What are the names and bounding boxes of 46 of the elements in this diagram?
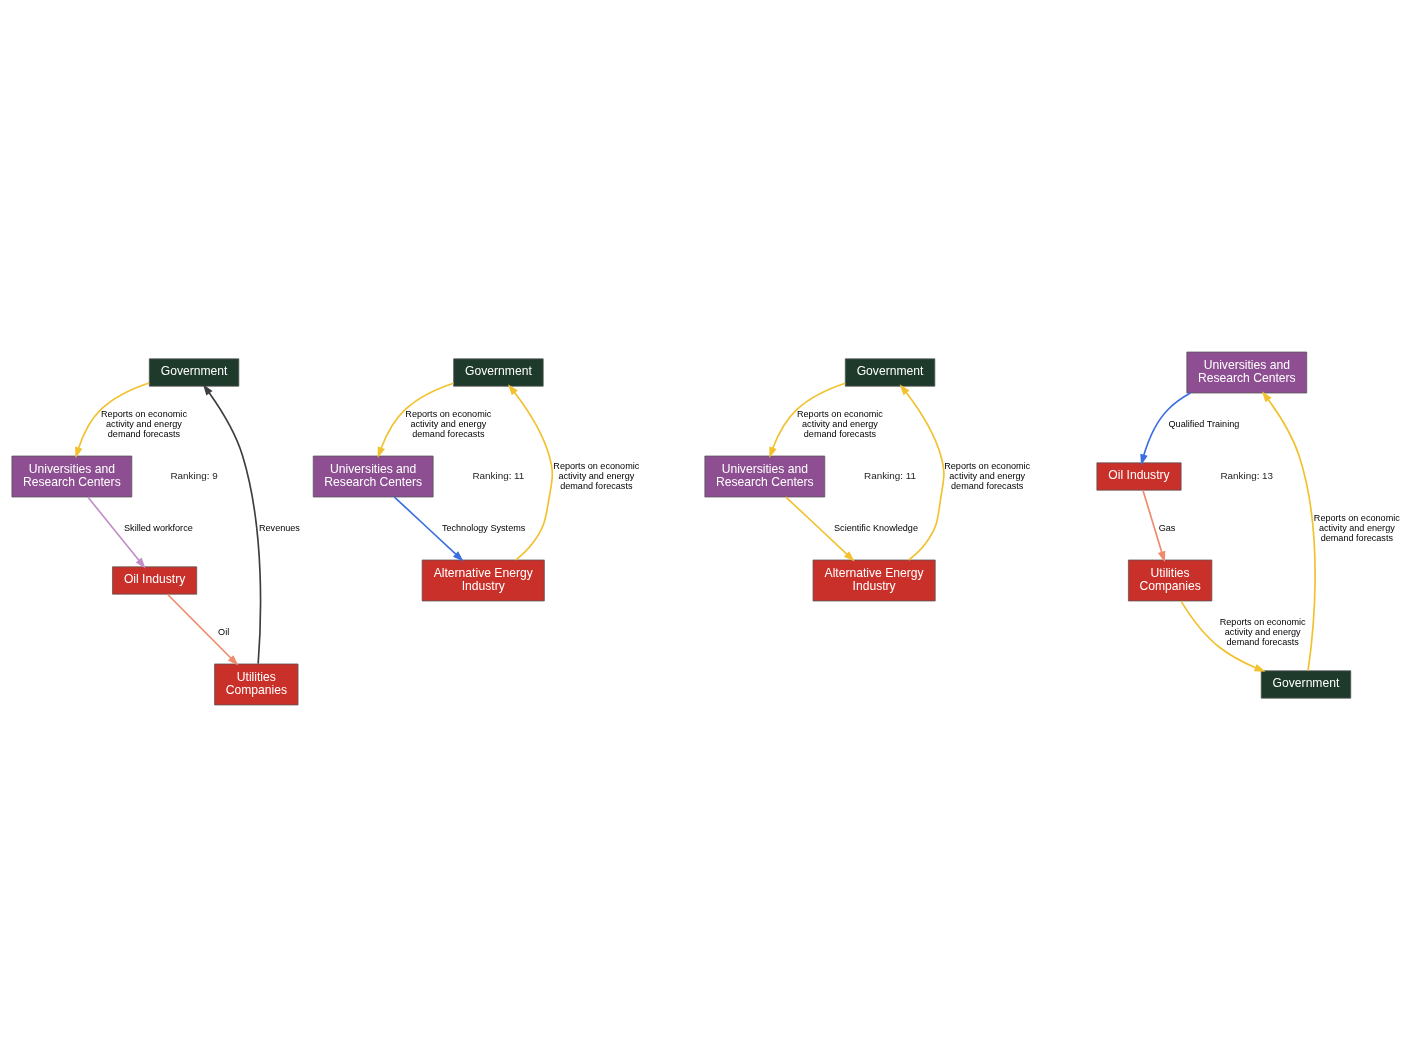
edge-label: Technology Systems xyxy=(441,522,526,533)
arrow xyxy=(1142,489,1166,563)
edge-label: Reports on economic activity and energy demand forecasts xyxy=(1313,512,1400,543)
label: Ranking: 11 xyxy=(472,470,525,482)
edge-label: Skilled workforce xyxy=(124,522,193,533)
node-box: Government xyxy=(148,358,240,387)
label: Ranking: 13 xyxy=(1220,470,1274,482)
node-box: Universities and Research Centers xyxy=(1186,351,1308,394)
arrow xyxy=(377,382,455,459)
label: Ranking: 9 xyxy=(170,470,218,482)
arrow xyxy=(202,384,262,665)
node-box: Universities and Research Centers xyxy=(11,455,133,498)
arrow xyxy=(769,382,846,459)
label: Ranking: 11 xyxy=(864,470,916,482)
edge-label: Qualified Training xyxy=(1168,418,1240,429)
edge-label: Scientific Knowledge xyxy=(834,522,918,533)
node-box: Government xyxy=(1260,670,1352,699)
edge-label: Reports on economic activity and energy demand forecasts xyxy=(553,461,640,491)
edge-label: Gas xyxy=(1158,522,1176,533)
edge-label: Revenues xyxy=(258,522,300,533)
edge-label: Reports on economic activity and energy demand forecasts xyxy=(1219,616,1306,647)
arrow xyxy=(166,593,239,666)
arrow xyxy=(508,384,554,561)
node-box: Government xyxy=(844,358,936,387)
node-box: Oil Industry xyxy=(1096,462,1182,491)
edge-label: Reports on economic activity and energy demand forecasts xyxy=(405,409,492,439)
node-box: Universities and Research Centers xyxy=(704,455,826,498)
arrow xyxy=(899,384,945,561)
edge-label: Reports on economic activity and energy demand forecasts xyxy=(101,409,187,439)
node-box: Government xyxy=(453,358,544,387)
arrow xyxy=(87,496,146,569)
edge-label: Reports on economic activity and energy demand forecasts xyxy=(944,461,1031,491)
node-box: Universities and Research Centers xyxy=(312,455,434,498)
node-box: Alternative Energy Industry xyxy=(421,559,545,602)
edge-label: Reports on economic activity and energy demand forecasts xyxy=(796,409,883,439)
edge-label: Oil xyxy=(218,626,230,637)
arrow xyxy=(785,496,855,562)
node-box: Oil Industry xyxy=(112,566,198,595)
arrow xyxy=(393,496,464,562)
node-box: Utilities Companies xyxy=(1128,559,1213,602)
node-box: Alternative Energy Industry xyxy=(812,559,936,602)
arrow xyxy=(1140,392,1192,466)
node-box: Utilities Companies xyxy=(214,663,299,706)
arrow xyxy=(75,382,150,459)
arrow xyxy=(1261,391,1316,672)
arrow xyxy=(1180,600,1266,672)
